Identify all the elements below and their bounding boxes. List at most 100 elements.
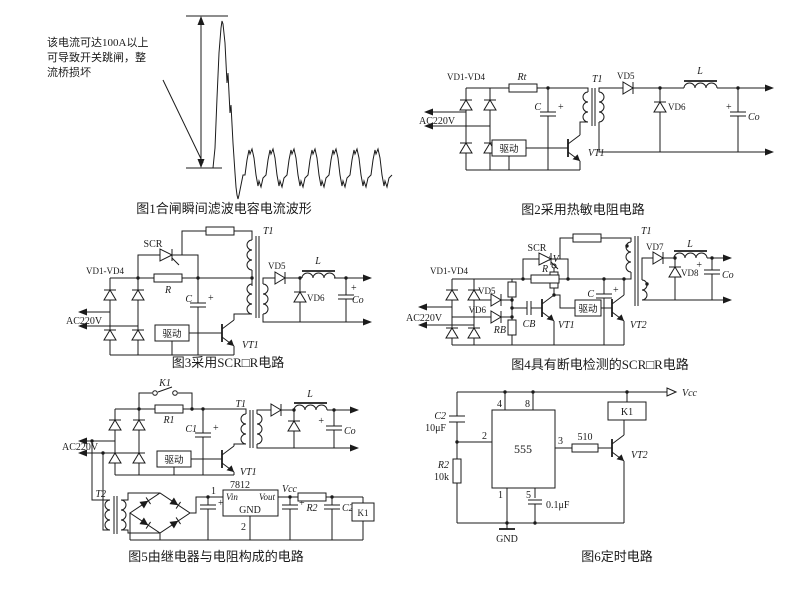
drive-label: 驱动 [499, 144, 518, 155]
ac-input: AC220V [406, 303, 474, 329]
output-diode [265, 403, 287, 417]
ac220v-label: AC220V [66, 316, 103, 327]
vin-label: Vin [226, 492, 238, 502]
diamond-bridge [129, 492, 223, 540]
pin2-label: 2 [482, 431, 487, 442]
inrush-current-waveform [208, 20, 393, 200]
scr-label: SCR [528, 243, 547, 254]
cap-01uf-value: 0.1μF [546, 500, 570, 511]
r2-label: R2 [437, 460, 449, 471]
scr-branch: SCR [137, 239, 199, 278]
co-plus-sign: + [351, 283, 357, 294]
transformer-t2: T2 [95, 489, 160, 534]
c-plus-sign: + [208, 293, 214, 304]
c-label: C [587, 289, 594, 300]
vd1-vd4-label: VD1-VD4 [430, 266, 468, 276]
figure-3-caption: 图3采用SCR□R电路 [172, 355, 285, 370]
figure-3-scr-r-circuit: VD1-VD4 AC220V SCR R C + 驱动 VT1 T1 VD5 [66, 226, 372, 370]
regulator-7812: 7812 Vin Vout GND 1 2 [211, 480, 279, 540]
transformer-t1: T1 [624, 226, 652, 306]
vd7-label: VD7 [646, 242, 664, 252]
capacitor-c: C + [587, 277, 619, 345]
l-label: L [696, 66, 703, 77]
transformer-t1: T1 [235, 399, 263, 448]
ic-555: 555 4 8 3 1 5 [491, 390, 572, 523]
transistor-vt2: VT2 [611, 279, 647, 345]
thermistor-rt [508, 83, 538, 93]
ground: GND [496, 521, 537, 545]
r2-label: R2 [305, 503, 317, 514]
transistor-vt1: VT1 [541, 288, 575, 345]
peak-measure-arrow [162, 15, 228, 169]
c-plus-sign: + [613, 285, 619, 296]
resistor-r [153, 273, 183, 283]
relay-k1-box: K1 [607, 390, 647, 421]
drive-box: 驱动 [574, 299, 612, 317]
top-resistor [205, 226, 235, 236]
pin1-label: 1 [498, 490, 503, 501]
pin8-label: 8 [525, 399, 530, 410]
vcc-label: Vcc [682, 388, 698, 399]
inductor-l [293, 402, 328, 411]
vd6-label: VD6 [469, 305, 487, 315]
vt1-label: VT1 [588, 148, 605, 159]
t1-label: T1 [235, 399, 246, 410]
capacitor-c2: C2 10μF [425, 411, 465, 434]
bridge-rectifier: VD1-VD4 [86, 266, 234, 356]
ic-555-label: 555 [514, 442, 532, 456]
pin1-label: 1 [211, 486, 216, 497]
transistor-vt1: VT1 [221, 443, 257, 478]
filter-capacitor-c1: C1 + [185, 409, 219, 475]
c-label: C [185, 294, 192, 305]
ac-input: AC220V [419, 108, 490, 130]
vd8-label: VD8 [681, 268, 699, 278]
annotation-line-2: 可导致开关跳闸，整 [47, 50, 146, 64]
t2-label: T2 [95, 489, 106, 500]
c1-plus-sign: + [213, 423, 219, 434]
figure-4-scr-r-detection-circuit: VD1-VD4 AC220V VD5 VD6 RB CB VT1 +V [406, 226, 734, 372]
vcc-label: Vcc [282, 484, 298, 495]
drive-label: 驱动 [164, 455, 183, 466]
c-plus-sign: + [558, 102, 564, 113]
l-label: L [314, 256, 321, 267]
resistor-r [530, 274, 560, 284]
bridge-rectifier: VD1-VD4 [430, 266, 624, 346]
inductor-l [673, 250, 708, 259]
c2-label: C2 [342, 503, 354, 514]
co-label: Co [722, 270, 734, 281]
res-510-label: 510 [578, 432, 593, 443]
relay-k1-box [351, 502, 375, 522]
capacitor-cb: CB [512, 301, 542, 330]
drive-label: 驱动 [162, 329, 181, 340]
inductor-l [683, 80, 718, 89]
t1-label: T1 [263, 226, 274, 237]
filter-capacitor-c: C + [185, 278, 214, 355]
vd5-label: VD5 [268, 261, 286, 271]
co-label: Co [748, 112, 760, 123]
gnd-label: GND [239, 505, 261, 516]
rb-label: RB [493, 325, 506, 336]
transistor-vt1: VT1 [567, 121, 605, 170]
pin4-label: 4 [497, 399, 502, 410]
cb-label: CB [523, 319, 536, 330]
r-label: R [164, 285, 171, 296]
transformer-t1: T1 [582, 74, 605, 126]
transistor-vt1: VT1 [221, 313, 259, 355]
pin3-label: 3 [558, 436, 563, 447]
c2-label: C2 [434, 411, 446, 422]
drive-box: 驱动 [491, 139, 568, 170]
annotation-line-3: 流桥损坏 [47, 65, 91, 79]
output-rectifier-filter: VD5 VD6 L + Co [598, 66, 774, 156]
ac220v-label: AC220V [406, 313, 443, 324]
l-label: L [686, 239, 693, 250]
capacitor-01uf: 0.1μF [528, 499, 570, 523]
co-plus-sign: + [696, 260, 702, 271]
l-label: L [306, 389, 313, 400]
vt1-label: VT1 [242, 340, 259, 351]
drive-box: 驱动 [154, 324, 222, 355]
vd1-vd4-label: VD1-VD4 [86, 266, 124, 276]
r1-label: R1 [162, 415, 174, 426]
output-rectifier-filter: VD7 VD8 L + Co [641, 239, 734, 304]
